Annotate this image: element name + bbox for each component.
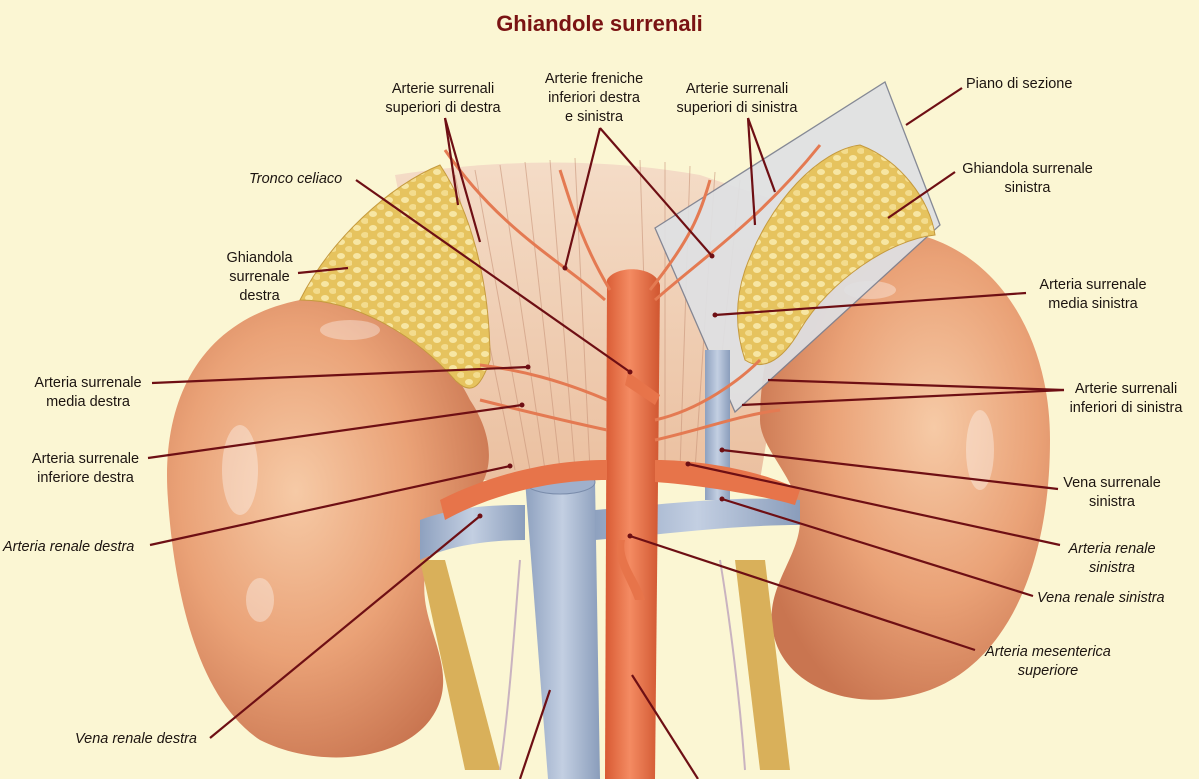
- label-arteria-surrenale-inferiore-destra: Arteria surrenale inferiore destra: [31, 451, 140, 486]
- label-vena-renale-destra: Vena renale destra: [75, 731, 197, 747]
- celiac-trunk: [625, 372, 660, 405]
- leader-lines: [147, 87, 1065, 779]
- right-ureter: [420, 560, 500, 770]
- label-arteria-renale-sinistra: Arteria renale sinistra: [1068, 541, 1156, 576]
- right-renal-artery: [440, 460, 607, 520]
- label-arteria-surrenale-media-destra: Arteria surrenale media destra: [34, 375, 142, 410]
- label-ghiandola-surrenale-destra: Ghiandola surrenale destra: [226, 250, 293, 304]
- right-adrenal-gland-shape: [299, 164, 491, 389]
- left-ureter: [735, 560, 790, 770]
- figure-title: Ghiandole surrenali: [496, 11, 703, 36]
- aorta: [605, 269, 660, 779]
- left-renal-artery: [655, 460, 800, 505]
- label-arterie-surrenali-inferiori-sinistra: Arterie surrenali inferiori di sinistra: [1069, 381, 1183, 416]
- label-ghiandola-surrenale-sinistra: Ghiandola surrenale sinistra: [962, 161, 1093, 196]
- label-arteria-renale-destra: Arteria renale destra: [3, 539, 135, 555]
- label-vena-renale-sinistra: Vena renale sinistra: [1037, 590, 1165, 606]
- superior-mesenteric-stub: [616, 540, 645, 600]
- label-arteria-surrenale-media-sinistra: Arteria surrenale media sinistra: [1039, 277, 1147, 312]
- left-kidney-shape: [760, 230, 1050, 700]
- inferior-vena-cava: [525, 480, 600, 779]
- right-kidney-shape: [167, 299, 489, 758]
- label-vena-surrenale-sinistra: Vena surrenale sinistra: [1063, 475, 1161, 510]
- label-piano-di-sezione: Piano di sezione: [966, 76, 1073, 92]
- label-arterie-surrenali-superiori-destra: Arterie surrenali superiori di destra: [385, 81, 501, 116]
- small-veins: [499, 559, 746, 771]
- label-arterie-freniche-inferiori: Arterie freniche inferiori destra e sini…: [544, 71, 644, 125]
- label-arteria-mesenterica-superiore: Arteria mesenterica superiore: [985, 644, 1111, 679]
- label-tronco-celiaco: Tronco celiaco: [249, 171, 343, 187]
- label-arterie-surrenali-superiori-sinistra: Arterie surrenali superiori di sinistra: [676, 81, 798, 116]
- leader-dots: [477, 253, 725, 539]
